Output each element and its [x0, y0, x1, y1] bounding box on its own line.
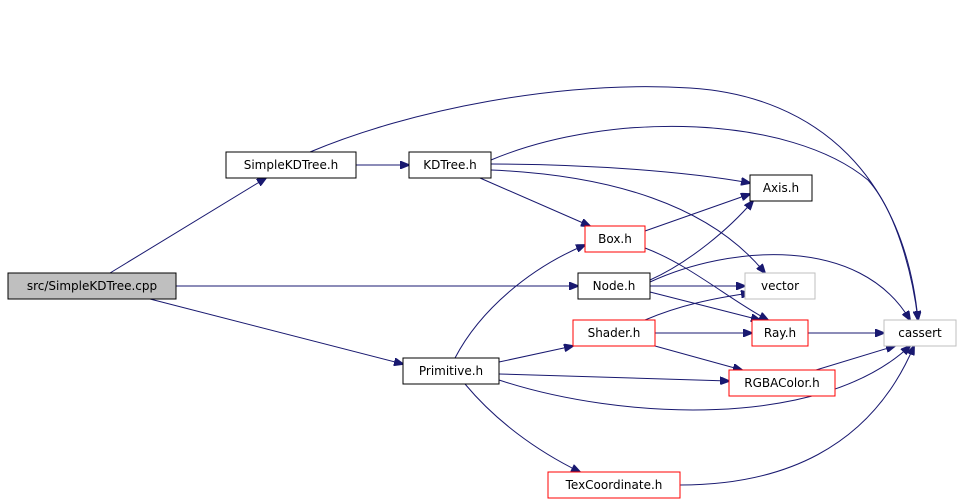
node-box	[751, 319, 809, 347]
edge-primitive-h-to-rgbacolor-h	[498, 373, 729, 381]
node-label: Ray.h	[764, 326, 796, 340]
node-label: RGBAColor.h	[744, 376, 820, 390]
edge-src-simplekdtree-cpp-to-simplekdtree-h	[109, 178, 266, 274]
node-ray-h[interactable]: Ray.h	[751, 319, 809, 347]
node-box-h[interactable]: Box.h	[584, 225, 646, 253]
node-box	[584, 225, 646, 253]
node-box	[547, 471, 681, 499]
node-simplekdtree-h[interactable]: SimpleKDTree.h	[225, 151, 357, 179]
edge-box-h-to-axis-h	[644, 194, 750, 232]
edge-box-h-to-ray-h	[644, 247, 768, 320]
edge-shader-h-to-vector	[644, 293, 750, 321]
node-label: TexCoordinate.h	[565, 478, 663, 492]
edge-primitive-h-to-box-h	[454, 245, 585, 359]
node-vector[interactable]: vector	[744, 272, 816, 300]
node-label: KDTree.h	[423, 158, 477, 172]
node-label: src/SimpleKDTree.cpp	[27, 279, 157, 293]
edge-primitive-h-to-shader-h	[498, 346, 573, 363]
edges-layer	[109, 86, 918, 486]
nodes-layer: src/SimpleKDTree.cpp SimpleKDTree.h KDTree…	[7, 151, 957, 499]
edge-kdtree-h-to-vector	[490, 169, 765, 273]
node-label: Box.h	[598, 232, 632, 246]
node-kdtree-h[interactable]: KDTree.h	[408, 151, 492, 179]
node-label: Shader.h	[588, 326, 641, 340]
edge-primitive-h-to-texcoordinate-h	[464, 383, 580, 472]
node-src-simplekdtree-cpp[interactable]: src/SimpleKDTree.cpp	[7, 272, 177, 300]
node-texcoordinate-h[interactable]: TexCoordinate.h	[547, 471, 681, 499]
edge-primitive-h-to-cassert	[498, 346, 910, 411]
node-box	[883, 319, 957, 347]
node-box	[572, 319, 656, 347]
node-cassert[interactable]: cassert	[883, 319, 957, 347]
edge-kdtree-h-to-box-h	[479, 177, 590, 226]
edge-node-h-to-axis-h	[649, 201, 753, 281]
edge-shader-h-to-rgbacolor-h	[654, 345, 742, 370]
node-rgbacolor-h[interactable]: RGBAColor.h	[728, 369, 836, 397]
edge-rgbacolor-h-to-cassert	[815, 346, 895, 371]
node-box	[749, 174, 813, 202]
node-label: SimpleKDTree.h	[244, 158, 339, 172]
node-box	[577, 272, 651, 300]
node-box	[402, 357, 500, 385]
node-label: Node.h	[593, 279, 636, 293]
node-box	[744, 272, 816, 300]
edge-texcoordinate-h-to-cassert	[679, 346, 914, 486]
node-label: vector	[761, 279, 799, 293]
node-box	[7, 272, 177, 300]
edge-src-simplekdtree-cpp-to-primitive-h	[149, 298, 403, 364]
edge-kdtree-h-to-axis-h	[490, 163, 750, 183]
edge-kdtree-h-to-cassert	[490, 125, 918, 320]
node-primitive-h[interactable]: Primitive.h	[402, 357, 500, 385]
node-box	[728, 369, 836, 397]
node-box	[408, 151, 492, 179]
edge-node-h-to-cassert	[649, 254, 910, 320]
node-shader-h[interactable]: Shader.h	[572, 319, 656, 347]
node-label: cassert	[898, 326, 942, 340]
node-box	[225, 151, 357, 179]
node-node-h[interactable]: Node.h	[577, 272, 651, 300]
edge-node-h-to-ray-h	[649, 291, 760, 320]
node-label: Primitive.h	[419, 364, 483, 378]
node-axis-h[interactable]: Axis.h	[749, 174, 813, 202]
node-label: Axis.h	[763, 181, 799, 195]
